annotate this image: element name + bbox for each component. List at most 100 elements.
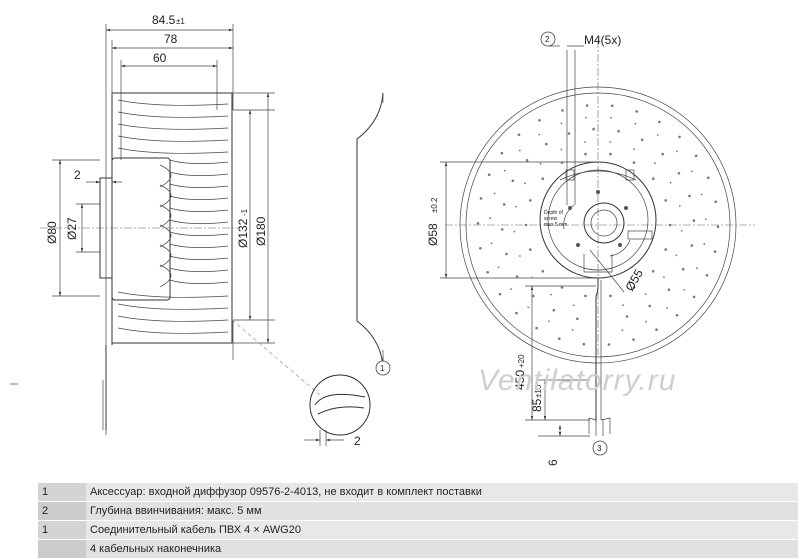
callout-2: 2 (540, 31, 556, 47)
perforation-dot (572, 304, 575, 307)
perforation-dot (622, 304, 624, 307)
perforation-dot (635, 110, 638, 113)
note-text: Глубина ввинчивания: макс. 5 мм (86, 501, 798, 521)
svg-text:3: 3 (597, 444, 602, 453)
perforation-dot (567, 132, 571, 135)
perforation-dot (677, 172, 681, 175)
dim-dia-58: Ø58 (426, 223, 440, 246)
perforation-dot (505, 252, 508, 256)
dim-depth-60: 60 (153, 51, 167, 65)
perforation-dot (524, 223, 528, 227)
perforation-dot (688, 194, 691, 198)
perforation-dot (500, 228, 504, 231)
perforation-dot (550, 293, 552, 296)
perforation-dot (704, 218, 707, 221)
perforation-dot (690, 170, 693, 173)
impeller-perforations (476, 104, 720, 346)
note-text: Соединительный кабель ПВХ 4 × AWG20 (86, 520, 798, 540)
perforation-dot (648, 304, 651, 308)
perforation-dot (545, 142, 548, 146)
perforation-dot (510, 288, 512, 290)
dim-cable-85-tol: ±10 (534, 384, 543, 398)
perforation-dot (538, 133, 540, 136)
perforation-dot (683, 289, 686, 291)
perforation-dot (592, 127, 595, 131)
perforation-dot (487, 173, 491, 176)
perforation-dot (560, 122, 563, 125)
svg-text:max 5 mm: max 5 mm (544, 222, 567, 228)
perforation-dot (632, 338, 635, 341)
perforation-dot (705, 274, 709, 277)
perforation-dot (576, 317, 579, 321)
perforation-dot (664, 199, 667, 202)
dim-dia-180: Ø180 (254, 216, 268, 246)
perforation-dot (692, 295, 696, 299)
perforation-dot (548, 320, 550, 323)
perforation-dot (645, 320, 647, 323)
note-text: Аксессуар: входной диффузор 09576-2-4013… (86, 483, 798, 502)
perforation-dot (515, 275, 519, 279)
perforation-dot (610, 104, 614, 108)
perforation-dot (681, 267, 685, 271)
perforation-dot (617, 129, 620, 133)
perforation-dot (486, 271, 490, 274)
dim-depth-78: 78 (164, 32, 178, 46)
perforation-dot (561, 109, 564, 112)
dim-hub-offset: 2 (74, 168, 81, 182)
svg-text:screw: screw (544, 216, 557, 222)
perforation-dot (585, 116, 587, 119)
perforation-dot (527, 306, 530, 309)
perforation-dot (714, 200, 717, 203)
perforation-dot (529, 248, 532, 251)
perforation-dot (560, 161, 564, 164)
perforation-dot (584, 294, 587, 298)
svg-text:Depth of: Depth of (544, 210, 564, 216)
perforation-dot (707, 176, 710, 179)
screw-depth-label: Depth of screw max 5 mm (544, 210, 567, 228)
perforation-dot (651, 270, 655, 273)
perforation-dot (656, 134, 659, 136)
perforation-dot (621, 329, 624, 332)
dim-cable-85: 85 (530, 398, 544, 412)
perforation-dot (663, 276, 665, 278)
perforation-dot (610, 116, 612, 119)
perforation-dot (532, 294, 535, 298)
perforation-dot (632, 161, 636, 164)
perforation-dot (625, 315, 629, 318)
perforation-dot (489, 217, 492, 220)
perforation-dot (503, 169, 506, 172)
perforation-dot (655, 328, 658, 332)
perforation-dot (609, 152, 612, 156)
perforation-dot (493, 192, 496, 195)
perforation-dot (479, 247, 482, 250)
perforation-dot (680, 230, 683, 232)
perforation-dot (519, 255, 521, 257)
perforation-dot (541, 177, 545, 180)
dim-dia-132: Ø132 (236, 218, 250, 248)
perforation-dot (664, 248, 667, 251)
perforation-dot (658, 120, 661, 124)
perforation-dot (479, 197, 483, 200)
perforation-dot (678, 135, 681, 139)
perforation-dot (513, 230, 516, 233)
perforation-dot (607, 343, 611, 346)
perforation-dot (633, 148, 635, 151)
perforation-dot (609, 141, 612, 143)
dim-dia-80: Ø80 (45, 221, 59, 244)
perforation-dot (531, 276, 534, 279)
perforation-dot (700, 193, 703, 196)
callout-1: 1 (375, 360, 391, 376)
watermark: Ventilatorry.ru (478, 364, 676, 397)
perforation-dot (476, 222, 480, 225)
perforation-dot (654, 162, 656, 165)
note-number: 1 (38, 520, 86, 540)
perforation-dot (678, 205, 681, 207)
perforation-dot (525, 159, 529, 162)
svg-text:1: 1 (380, 364, 385, 373)
perforation-dot (651, 177, 655, 180)
perforation-dot (634, 122, 637, 125)
perforation-dot (640, 138, 644, 142)
perforation-dot (669, 181, 672, 184)
